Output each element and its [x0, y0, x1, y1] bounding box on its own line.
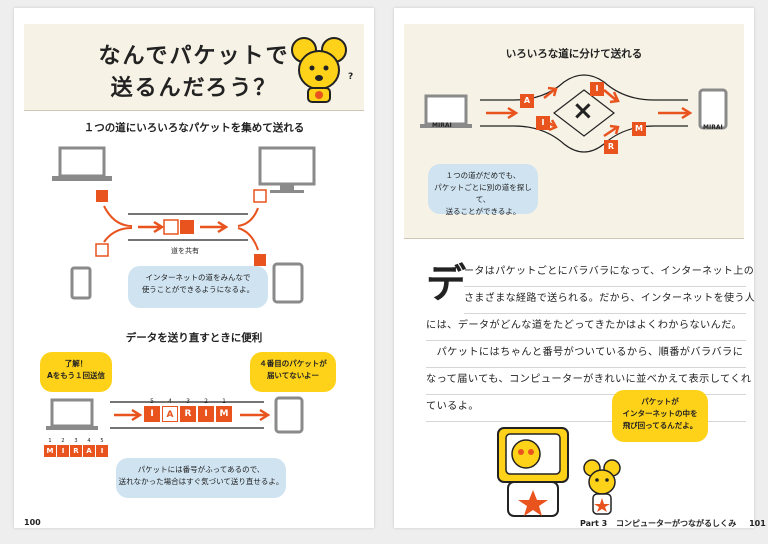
resend-diagram: [46, 396, 304, 434]
split-packet: I: [590, 82, 604, 96]
body-line: パケットにはちゃんと番号がついているから、順番がバラバラに: [426, 341, 746, 368]
ack-bubble: 了解！ Aをもう１回送信: [40, 352, 112, 392]
receiver-label: MIRAI: [703, 124, 723, 131]
packet-letter: I: [96, 445, 108, 457]
body-line: には、データがどんな道をたどってきたかはよくわからないんだ。: [426, 314, 746, 341]
bubble-text: パケットが: [641, 397, 679, 406]
packet-letter: A: [83, 445, 95, 457]
footer-title: コンピューターがつながるしくみ: [615, 519, 737, 528]
bubble-text: 使うことができるようになるよ。: [141, 285, 255, 294]
numbering-bubble: パケットには番号がふってあるので、 送れなかった場合はすぐ気づいて送り直せるよ。: [116, 458, 286, 498]
packet-number: 5: [100, 438, 104, 444]
packet-letter: I: [144, 406, 160, 422]
body-text: デ ータはパケットごとにバラバラになって、インターネット上のさまざまな経路で送ら…: [426, 260, 755, 430]
mouse-character-icon: [291, 37, 347, 103]
laptop-icon: [52, 146, 112, 181]
packet-number: 2: [61, 438, 65, 444]
tablet-icon: [698, 88, 728, 130]
bubble-text: 了解！: [64, 359, 88, 368]
body-line: さまざまな経路で送られる。だから、インターネットを使う人: [464, 287, 755, 314]
split-packet: M: [632, 122, 646, 136]
split-packet: R: [604, 140, 618, 154]
packet-letter: M: [44, 445, 56, 457]
bubble-text: １つの道がだめでも、: [445, 171, 521, 180]
bubble-text: Aをもう１回送信: [46, 371, 106, 380]
packet-letter: M: [216, 406, 232, 422]
body-line: ているよ。: [426, 395, 746, 422]
drop-cap: デ: [426, 261, 466, 307]
bubble-text: インターネットの中を: [622, 409, 698, 418]
packet-letter: A: [162, 406, 178, 422]
packet-letter: I: [198, 406, 214, 422]
footer: Part 3 コンピューターがつながるしくみ 101: [580, 518, 766, 529]
character-bubble: パケットが インターネットの中を 飛び回ってるんだよ。: [612, 390, 708, 442]
packet-number: 3: [186, 398, 190, 405]
robot-cat-icon: [497, 427, 569, 517]
bubble-text: 届いてないよー: [266, 371, 320, 380]
missing-bubble: ４番目のパケットが 届いてないよー: [250, 352, 336, 392]
characters-illustration: [497, 427, 621, 517]
bubble-text: パケットごとに別の道を探して、: [434, 183, 532, 204]
section1-heading: １つの道にいろいろなパケットを集めて送れる: [83, 122, 305, 134]
bubble-text: パケットには番号がふってあるので、: [137, 465, 265, 474]
laptop-icon: [46, 398, 98, 430]
mouse-character-icon: [583, 459, 621, 515]
body-line: なって届いても、コンピューターがきれいに並べかえて表示してくれ: [426, 368, 751, 395]
packet-number: 4: [87, 438, 91, 444]
packet-number: 4: [168, 398, 172, 405]
left-page: なんでパケットで 送るんだろう？ ? １つの道にいろいろなパケットを集めて送れる: [14, 8, 374, 528]
section2-heading: データを送り直すときに便利: [125, 332, 263, 344]
footer-part: Part 3: [580, 519, 608, 528]
diagram-heading: いろいろな道に分けて送れる: [505, 48, 643, 60]
tablet-icon: [274, 396, 304, 434]
page-number-right: 101: [749, 519, 766, 528]
split-packet: I: [536, 116, 550, 130]
bubble-text: 送ることができるよ。: [445, 207, 521, 216]
packet-letter: R: [180, 406, 196, 422]
shared-road-label: 道を共有: [171, 247, 199, 255]
packet-number: 1: [48, 438, 52, 444]
page-title-line1: なんでパケットで: [98, 44, 290, 69]
packet-number: 1: [222, 398, 226, 405]
blocked-mark-icon: ×: [572, 96, 594, 126]
route-bubble: １つの道がだめでも、 パケットごとに別の道を探して、 送ることができるよ。: [428, 164, 538, 216]
bubble-text: 飛び回ってるんだよ。: [622, 421, 698, 430]
bubble-text: ４番目のパケットが: [259, 359, 327, 368]
packet-number: 3: [74, 438, 78, 444]
monitor-icon: [258, 146, 316, 193]
packet-number: 5: [150, 398, 154, 405]
packet-number: 2: [204, 398, 208, 405]
shared-road-bubble: インターネットの道をみんなで 使うことができるようになるよ。: [128, 266, 268, 308]
tablet-icon: [272, 262, 304, 304]
question-mark: ?: [348, 72, 354, 82]
bubble-text: 送れなかった場合はすぐ気づいて送り直せるよ。: [118, 477, 284, 486]
phone-icon: [70, 266, 92, 300]
bubble-text: インターネットの道をみんなで: [145, 273, 251, 282]
packet-letter: R: [70, 445, 82, 457]
sender-label: MIRAI: [432, 122, 452, 129]
page-title-line2: 送るんだろう？: [110, 76, 278, 101]
title-band: なんでパケットで 送るんだろう？ ?: [24, 24, 364, 111]
shared-road-diagram: [52, 146, 316, 304]
body-line: ータはパケットごとにバラバラになって、インターネット上の: [464, 260, 754, 287]
packet-letter: I: [57, 445, 69, 457]
page-number-left: 100: [24, 518, 41, 527]
split-packet: A: [520, 94, 534, 108]
laptop-icon: [420, 94, 472, 128]
